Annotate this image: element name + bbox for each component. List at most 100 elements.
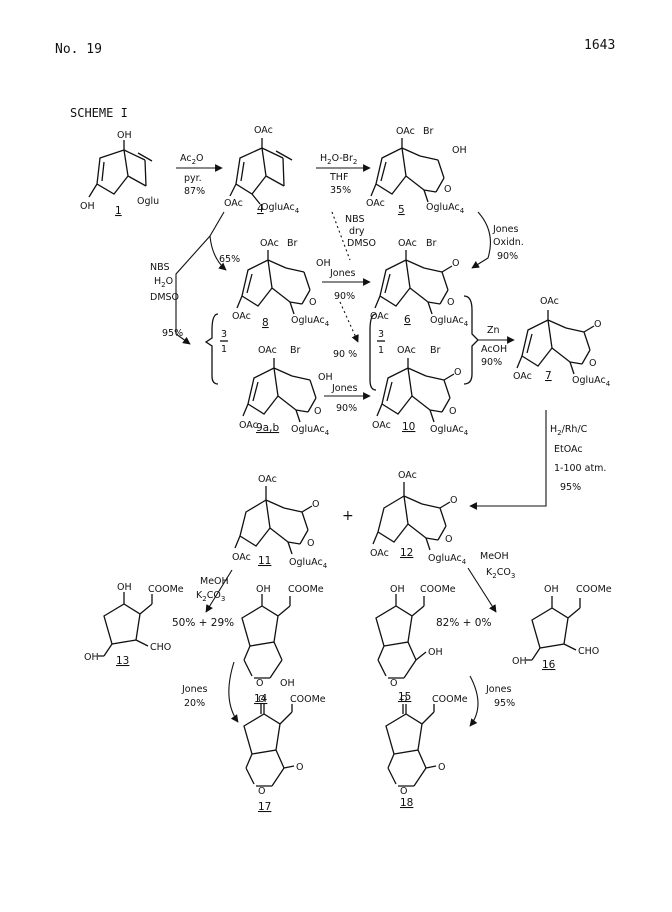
compound-14-oh: OH: [280, 678, 295, 689]
compound-13-number: 13: [116, 655, 129, 667]
cond-6-7-line3: 90%: [481, 357, 502, 368]
compound-11-top-oac: OAc: [258, 474, 277, 485]
brace-6-10-right: [463, 295, 479, 385]
cond-4-8-yield: 65%: [219, 254, 240, 265]
compound-15-number: 15: [398, 691, 411, 703]
compound-14-number: 14: [254, 693, 268, 705]
compound-6-carbonyl-o: O: [452, 258, 459, 269]
compound-12-ogluac: OgluAc4: [428, 553, 467, 566]
compound-6: OAc Br O O OAc OgluAc4 6: [370, 238, 469, 328]
scheme-title: SCHEME I: [70, 106, 128, 120]
compound-17-top-ketone-o: O: [258, 694, 265, 705]
cond-5-6-line2: Oxidn.: [493, 237, 524, 248]
cond-12-line1: MeOH: [480, 551, 509, 562]
plus-sign: +: [342, 508, 354, 524]
ratio-6-10-top: 3: [378, 329, 384, 340]
compound-11: OAc O O OAc OgluAc4 11: [232, 474, 328, 570]
compound-4-left-oac: OAc: [224, 198, 243, 209]
arrow-mid-dashed: [339, 301, 359, 343]
cond-11-line2: K2CO3: [196, 590, 225, 603]
compound-12: OAc O O OAc OgluAc4 12: [370, 470, 467, 566]
page-header-left: No. 19: [55, 42, 102, 57]
compound-4-bonds: [229, 138, 285, 205]
compound-16-number: 16: [542, 659, 556, 671]
compound-5-oh: OH: [452, 145, 467, 156]
compound-10: OAc Br O O OAc OgluAc4 10: [372, 345, 469, 437]
compound-18-number: 18: [400, 797, 413, 809]
cond-5-6-line1: Jones: [492, 224, 518, 235]
cond-4-9-line1: NBS: [150, 262, 170, 273]
compound-5-bonds: [370, 138, 445, 203]
compound-16-cho: CHO: [578, 646, 599, 657]
brace-8-9-left: [204, 313, 219, 385]
compound-10-ogluac: OgluAc4: [430, 424, 469, 437]
compound-10-carbonyl-o: O: [454, 367, 461, 378]
compound-6-br: Br: [426, 238, 437, 249]
compound-18-ring-o: O: [400, 786, 407, 797]
cond-9-10-line1: Jones: [331, 383, 357, 394]
compound-16-top-oh: OH: [544, 584, 559, 595]
cond-4-5-line3: 35%: [330, 185, 351, 196]
compound-14-coome: COOMe: [288, 584, 324, 595]
compound-18-carbonyl-o: O: [438, 762, 445, 773]
compound-8-ogluac: OgluAc4: [291, 315, 330, 328]
compound-10-bonds: [376, 358, 455, 423]
cond-4-9-yield: 95%: [162, 328, 183, 339]
cond-11-line1: MeOH: [200, 576, 229, 587]
compound-17-ring-o: O: [258, 786, 265, 797]
compound-14-ring-o: O: [256, 678, 263, 689]
compound-11-left-oac: OAc: [232, 552, 251, 563]
compound-8-oh: OH: [316, 258, 331, 269]
compound-18-coome: COOMe: [432, 694, 468, 705]
cond-4-5-line1: H2O-Br2: [320, 153, 357, 166]
compound-16: OH COOMe CHO OH 16: [512, 584, 612, 671]
cond-4-9-line3: DMSO: [150, 292, 179, 303]
compound-13: OH COOMe CHO OH 13: [84, 582, 184, 667]
compound-9ab: OAc Br OH O OAc OgluAc4 9a,b: [239, 345, 333, 437]
cond-15-18-line2: 95%: [494, 698, 515, 709]
compound-16-coome: COOMe: [576, 584, 612, 595]
compound-5-ring-o: O: [444, 184, 451, 195]
cond-4-6-line3: DMSO: [347, 238, 376, 249]
compound-7-ring-o: O: [589, 358, 596, 369]
compound-18: O COOMe O O 18: [385, 694, 468, 809]
compound-10-number: 10: [402, 421, 415, 433]
cond-7-12-line1: H2/Rh/C: [550, 424, 588, 437]
compound-15-bonds: [375, 594, 427, 679]
compound-12-left-oac: OAc: [370, 548, 389, 559]
cond-14-17-line1: Jones: [181, 684, 207, 695]
ratio-8-9-bottom: 1: [221, 344, 227, 355]
page-number: 1643: [584, 38, 616, 53]
compound-15-ring-o: O: [390, 678, 397, 689]
ratio-8-9-top: 3: [221, 329, 227, 340]
compound-14-top-oh: OH: [256, 584, 271, 595]
compound-12-ring-o: O: [445, 534, 452, 545]
cond-4-6-line2: dry: [349, 226, 365, 237]
compound-11-bonds: [234, 486, 313, 555]
compound-7-left-oac: OAc: [513, 371, 532, 382]
compound-18-top-ketone-o: O: [400, 694, 407, 705]
compound-10-ring-o: O: [449, 406, 456, 417]
compound-9ab-br: Br: [290, 345, 301, 356]
compound-7: OAc O O OAc OgluAc4 7: [513, 296, 611, 388]
cond-4-5-line2: THF: [329, 172, 348, 183]
compound-5-ogluac: OgluAc4: [426, 202, 465, 215]
compound-8-top-oac: OAc: [260, 238, 279, 249]
cond-11-split: 50% + 29%: [172, 617, 234, 629]
cond-12-line2: K2CO3: [486, 567, 515, 580]
compound-12-bonds: [372, 482, 451, 551]
compound-9ab-ring-o: O: [314, 406, 321, 417]
cond-4-6-line1: NBS: [345, 214, 365, 225]
compound-11-number: 11: [258, 555, 271, 567]
compound-17-number: 17: [258, 801, 271, 813]
compound-1-left-oh: OH: [80, 201, 95, 212]
cond-15-18-line1: Jones: [485, 684, 511, 695]
cond-1-4-line1: Ac2O: [180, 153, 204, 166]
cond-8-6-line2: 90%: [334, 291, 355, 302]
compound-9ab-oh: OH: [318, 372, 333, 383]
compound-13-bonds: [98, 592, 153, 657]
cond-1-4-line2: pyr.: [184, 173, 202, 184]
compound-6-ring-o: O: [447, 297, 454, 308]
compound-11-carbonyl-o: O: [312, 499, 319, 510]
